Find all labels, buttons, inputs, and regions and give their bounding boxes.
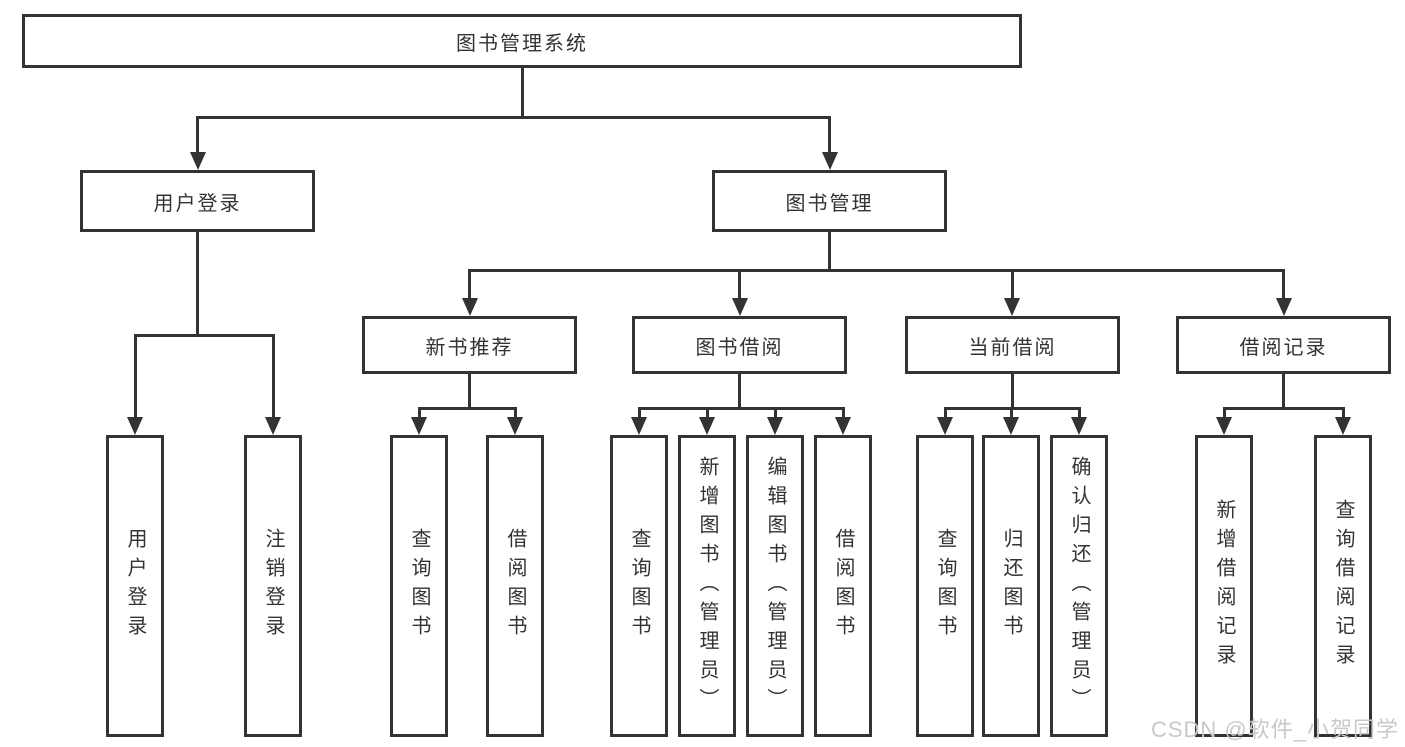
node-leaf-user-login: 用户登录 bbox=[106, 435, 164, 737]
node-leaf-query-books: 查询图书 bbox=[390, 435, 448, 737]
node-label: 查询图书 bbox=[628, 528, 650, 644]
node-leaf-borrow-books: 借阅图书 bbox=[814, 435, 872, 737]
connector-vline bbox=[196, 232, 199, 337]
arrow-down-icon bbox=[1071, 417, 1087, 435]
node-leaf-add-borrow-record: 新增借阅记录 bbox=[1195, 435, 1253, 737]
connector-drop bbox=[637, 408, 641, 421]
arrow-down-icon bbox=[1275, 298, 1292, 316]
connector-drop bbox=[738, 270, 741, 302]
node-leaf-logout: 注销登录 bbox=[244, 435, 302, 737]
connector-drop bbox=[841, 408, 845, 421]
connector-vline bbox=[520, 68, 524, 119]
arrow-down-icon bbox=[1003, 417, 1019, 435]
connector-vline bbox=[1010, 374, 1014, 410]
arrow-down-icon bbox=[1335, 417, 1351, 435]
arrow-down-icon bbox=[411, 417, 427, 435]
connector-hline bbox=[133, 333, 275, 337]
arrow-down-icon bbox=[1004, 298, 1020, 316]
connector-vline bbox=[1282, 374, 1285, 410]
connector-vline bbox=[828, 232, 831, 272]
node-book-management: 图书管理 bbox=[712, 170, 947, 232]
connector-drop bbox=[271, 335, 275, 421]
arrow-down-icon bbox=[265, 417, 281, 435]
node-label: 查询借阅记录 bbox=[1332, 499, 1354, 673]
node-label: 借阅记录 bbox=[1239, 336, 1328, 359]
node-leaf-confirm-return-admin: 确认归还（管理员） bbox=[1050, 435, 1108, 737]
node-root: 图书管理系统 bbox=[22, 14, 1022, 68]
connector-drop bbox=[773, 408, 777, 421]
connector-hline bbox=[468, 268, 1285, 272]
arrow-down-icon bbox=[631, 417, 647, 435]
connector-drop bbox=[133, 335, 137, 421]
node-label: 借阅图书 bbox=[504, 528, 526, 644]
node-borrow-record: 借阅记录 bbox=[1176, 316, 1391, 374]
connector-drop bbox=[828, 117, 831, 156]
node-label: 查询图书 bbox=[934, 528, 956, 644]
node-leaf-edit-books-admin: 编辑图书（管理员） bbox=[746, 435, 804, 737]
node-leaf-return-books: 归还图书 bbox=[982, 435, 1040, 737]
arrow-down-icon bbox=[937, 417, 953, 435]
connector-drop bbox=[1010, 270, 1014, 302]
node-leaf-query-books: 查询图书 bbox=[916, 435, 974, 737]
node-new-book-recommend: 新书推荐 bbox=[362, 316, 577, 374]
node-leaf-add-books-admin: 新增图书（管理员） bbox=[678, 435, 736, 737]
node-label: 用户登录 bbox=[153, 192, 242, 215]
node-label: 新增图书（管理员） bbox=[696, 455, 718, 717]
connector-drop bbox=[417, 408, 421, 421]
connector-drop bbox=[943, 408, 947, 421]
connector-hline bbox=[417, 406, 517, 410]
node-leaf-query-borrow-record: 查询借阅记录 bbox=[1314, 435, 1372, 737]
arrow-down-icon bbox=[127, 417, 143, 435]
connector-hline bbox=[196, 115, 831, 119]
node-label: 归还图书 bbox=[1000, 528, 1022, 644]
node-label: 查询图书 bbox=[408, 528, 430, 644]
node-book-borrow: 图书借阅 bbox=[632, 316, 847, 374]
connector-drop bbox=[1077, 408, 1081, 421]
node-user-login: 用户登录 bbox=[80, 170, 315, 232]
node-current-borrow: 当前借阅 bbox=[905, 316, 1120, 374]
connector-hline bbox=[1222, 406, 1345, 410]
node-label: 借阅图书 bbox=[832, 528, 854, 644]
node-label: 当前借阅 bbox=[968, 336, 1057, 359]
node-label: 新书推荐 bbox=[425, 336, 514, 359]
connector-drop bbox=[196, 117, 199, 156]
arrow-down-icon bbox=[507, 417, 523, 435]
connector-drop bbox=[513, 408, 517, 421]
arrow-down-icon bbox=[835, 417, 851, 435]
node-leaf-borrow-books: 借阅图书 bbox=[486, 435, 544, 737]
arrow-down-icon bbox=[821, 152, 838, 170]
arrow-down-icon bbox=[189, 152, 206, 170]
node-label: 图书借阅 bbox=[695, 336, 784, 359]
arrow-down-icon bbox=[699, 417, 715, 435]
arrow-down-icon bbox=[767, 417, 783, 435]
node-label: 新增借阅记录 bbox=[1213, 499, 1235, 673]
arrow-down-icon bbox=[461, 298, 478, 316]
node-label: 确认归还（管理员） bbox=[1068, 455, 1090, 717]
node-leaf-query-books: 查询图书 bbox=[610, 435, 668, 737]
node-label: 图书管理系统 bbox=[456, 32, 588, 55]
connector-drop bbox=[468, 270, 471, 302]
connector-drop bbox=[1222, 408, 1226, 421]
node-label: 编辑图书（管理员） bbox=[764, 455, 786, 717]
node-label: 用户登录 bbox=[124, 528, 146, 644]
connector-drop bbox=[1341, 408, 1345, 421]
connector-vline bbox=[738, 374, 741, 410]
connector-hline bbox=[637, 406, 845, 410]
arrow-down-icon bbox=[731, 298, 748, 316]
connector-drop bbox=[705, 408, 709, 421]
connector-vline bbox=[468, 374, 471, 410]
connector-drop bbox=[1282, 270, 1285, 302]
node-label: 注销登录 bbox=[262, 528, 284, 644]
watermark: CSDN @软件_小贺同学 bbox=[1150, 717, 1399, 742]
node-label: 图书管理 bbox=[785, 192, 874, 215]
connector-drop bbox=[1009, 408, 1013, 421]
arrow-down-icon bbox=[1216, 417, 1232, 435]
